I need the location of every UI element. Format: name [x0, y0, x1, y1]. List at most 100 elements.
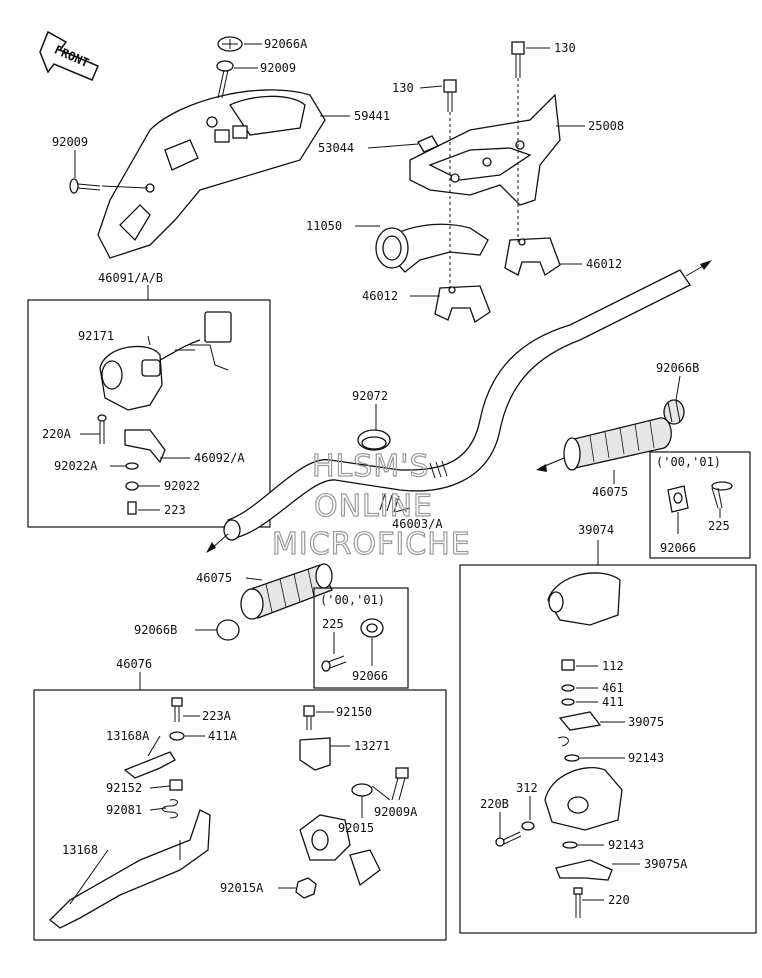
label-220: 220 [608, 893, 630, 907]
label-years-left: ('00,'01) [320, 593, 385, 607]
label-461: 461 [602, 681, 624, 695]
grip-46075-left [240, 563, 333, 620]
screw-312 [521, 821, 535, 831]
label-13168a: 13168A [106, 729, 150, 743]
switch-46091 [99, 311, 232, 411]
year-box-left [313, 587, 409, 689]
label-92009a: 92009A [374, 805, 418, 819]
label-220b: 220B [480, 797, 509, 811]
bracket-25008 [409, 93, 561, 206]
clamp-46012-left [434, 285, 491, 324]
cap-92066b-right [663, 399, 685, 425]
handlebar-splines [379, 460, 448, 513]
bolt-130-left [443, 79, 457, 112]
lever-46092 [124, 429, 166, 464]
label-92066-right: 92066 [660, 541, 696, 555]
throttle-housing [544, 766, 623, 831]
label-223: 223 [164, 503, 186, 517]
screw-223 [127, 501, 137, 515]
ring-92072 [357, 429, 391, 451]
lever-perch [299, 814, 381, 887]
switch-assembly-box [27, 299, 271, 528]
nut-92015a [295, 877, 317, 899]
label-92022a: 92022A [54, 459, 98, 473]
label-46092: 46092/A [194, 451, 245, 465]
washer-411 [561, 698, 575, 706]
label-112: 112 [602, 659, 624, 673]
watermark-line-1: HLSM'S [312, 449, 430, 484]
washer-411a [169, 731, 185, 741]
screw-92009-top [216, 60, 234, 99]
washer-92022a [125, 462, 139, 470]
label-39075a: 39075A [644, 857, 688, 871]
label-92066b-left: 92066B [134, 623, 177, 637]
label-13271: 13271 [354, 739, 390, 753]
washer-461 [561, 684, 575, 692]
screw-223a [171, 697, 183, 722]
watermark: HLSM'S ONLINE MICROFICHE [271, 448, 470, 562]
pin-225-left [321, 655, 347, 672]
label-46076: 46076 [116, 657, 152, 671]
label-92072: 92072 [352, 389, 388, 403]
label-225-right: 225 [708, 519, 730, 533]
handlebar-cover-59441 [97, 89, 326, 259]
label-39074: 39074 [578, 523, 614, 537]
label-411: 411 [602, 695, 624, 709]
spring-92081 [162, 799, 178, 819]
front-arrow-icon: FRONT [39, 30, 99, 81]
bracket-13168a [123, 751, 176, 779]
washer-92143-bot [562, 841, 578, 849]
label-46075-left: 46075 [196, 571, 232, 585]
label-130-left: 130 [392, 81, 414, 95]
label-46012-left: 46012 [362, 289, 398, 303]
label-46075-right: 46075 [592, 485, 628, 499]
label-92066b-right: 92066B [656, 361, 699, 375]
screw-112 [561, 659, 575, 671]
label-220a: 220A [42, 427, 72, 441]
label-92171: 92171 [78, 329, 114, 343]
lever-assembly-box [33, 689, 447, 941]
screw-92009a [391, 767, 409, 801]
label-92143-bot: 92143 [608, 838, 644, 852]
collar-92152 [169, 779, 183, 791]
label-46012-right: 46012 [586, 257, 622, 271]
grip-46075-right [563, 417, 672, 471]
label-92015: 92015 [338, 821, 374, 835]
label-92143-top: 92143 [628, 751, 664, 765]
lever-39075a [555, 859, 613, 881]
label-92152: 92152 [106, 781, 142, 795]
pin-53044 [417, 135, 439, 153]
screw-220a [97, 414, 107, 444]
label-years-right: ('00,'01) [656, 455, 721, 469]
washer-92022 [125, 481, 139, 491]
label-39075: 39075 [628, 715, 664, 729]
label-411a: 411A [208, 729, 238, 743]
year-box-right [649, 451, 751, 559]
label-46003: 46003/A [392, 517, 443, 531]
cover-39074 [547, 572, 621, 626]
cap-92066-left [360, 618, 384, 638]
label-130-right: 130 [554, 41, 576, 55]
label-92081: 92081 [106, 803, 142, 817]
label-25008: 25008 [588, 119, 624, 133]
pin-225-right [711, 481, 733, 509]
label-59441: 59441 [354, 109, 390, 123]
label-92066-left: 92066 [352, 669, 388, 683]
washer-92143-top [564, 754, 580, 762]
clamp-46012-right [504, 237, 561, 276]
screw-220 [573, 887, 583, 918]
label-92015a: 92015A [220, 881, 264, 895]
lever-39075 [558, 711, 602, 731]
part-labels: 92066A 92009 59441 92009 130 130 25008 5… [42, 37, 730, 907]
cap-92066a [217, 36, 243, 52]
label-92009-top: 92009 [260, 61, 296, 75]
label-13168: 13168 [62, 843, 98, 857]
label-46091: 46091/A/B [98, 271, 163, 285]
label-53044: 53044 [318, 141, 354, 155]
bracket-13271 [299, 737, 331, 771]
clamp-11050 [375, 223, 489, 273]
label-223a: 223A [202, 709, 232, 723]
throttle-assembly-box [459, 564, 757, 934]
